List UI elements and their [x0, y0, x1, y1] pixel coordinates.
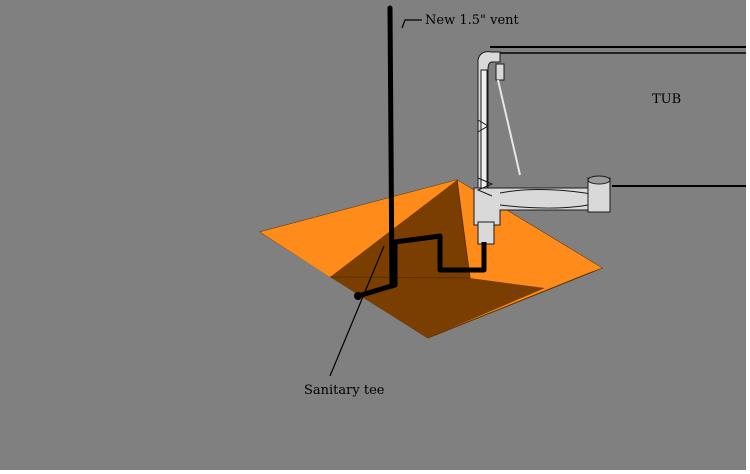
- bottom-border: [0, 470, 750, 474]
- vent-pipe: [387, 5, 395, 289]
- vent-label-arrow: [401, 19, 422, 29]
- floor-opening-wall-left: [260, 180, 457, 277]
- tub-label: TUB: [652, 92, 681, 107]
- sanitary-tee-point: [354, 292, 362, 300]
- trap-arm-pipe: [357, 233, 487, 299]
- sanitary-tee-label: Sanitary tee: [304, 383, 385, 398]
- tub-waste-overflow: [473, 51, 611, 245]
- sanitary-tee-leader: [329, 245, 385, 377]
- opening-edge-line-2: [329, 276, 471, 279]
- right-border: [746, 0, 750, 474]
- opening-edge-line: [456, 179, 471, 279]
- vent-label: New 1.5" vent: [425, 13, 520, 28]
